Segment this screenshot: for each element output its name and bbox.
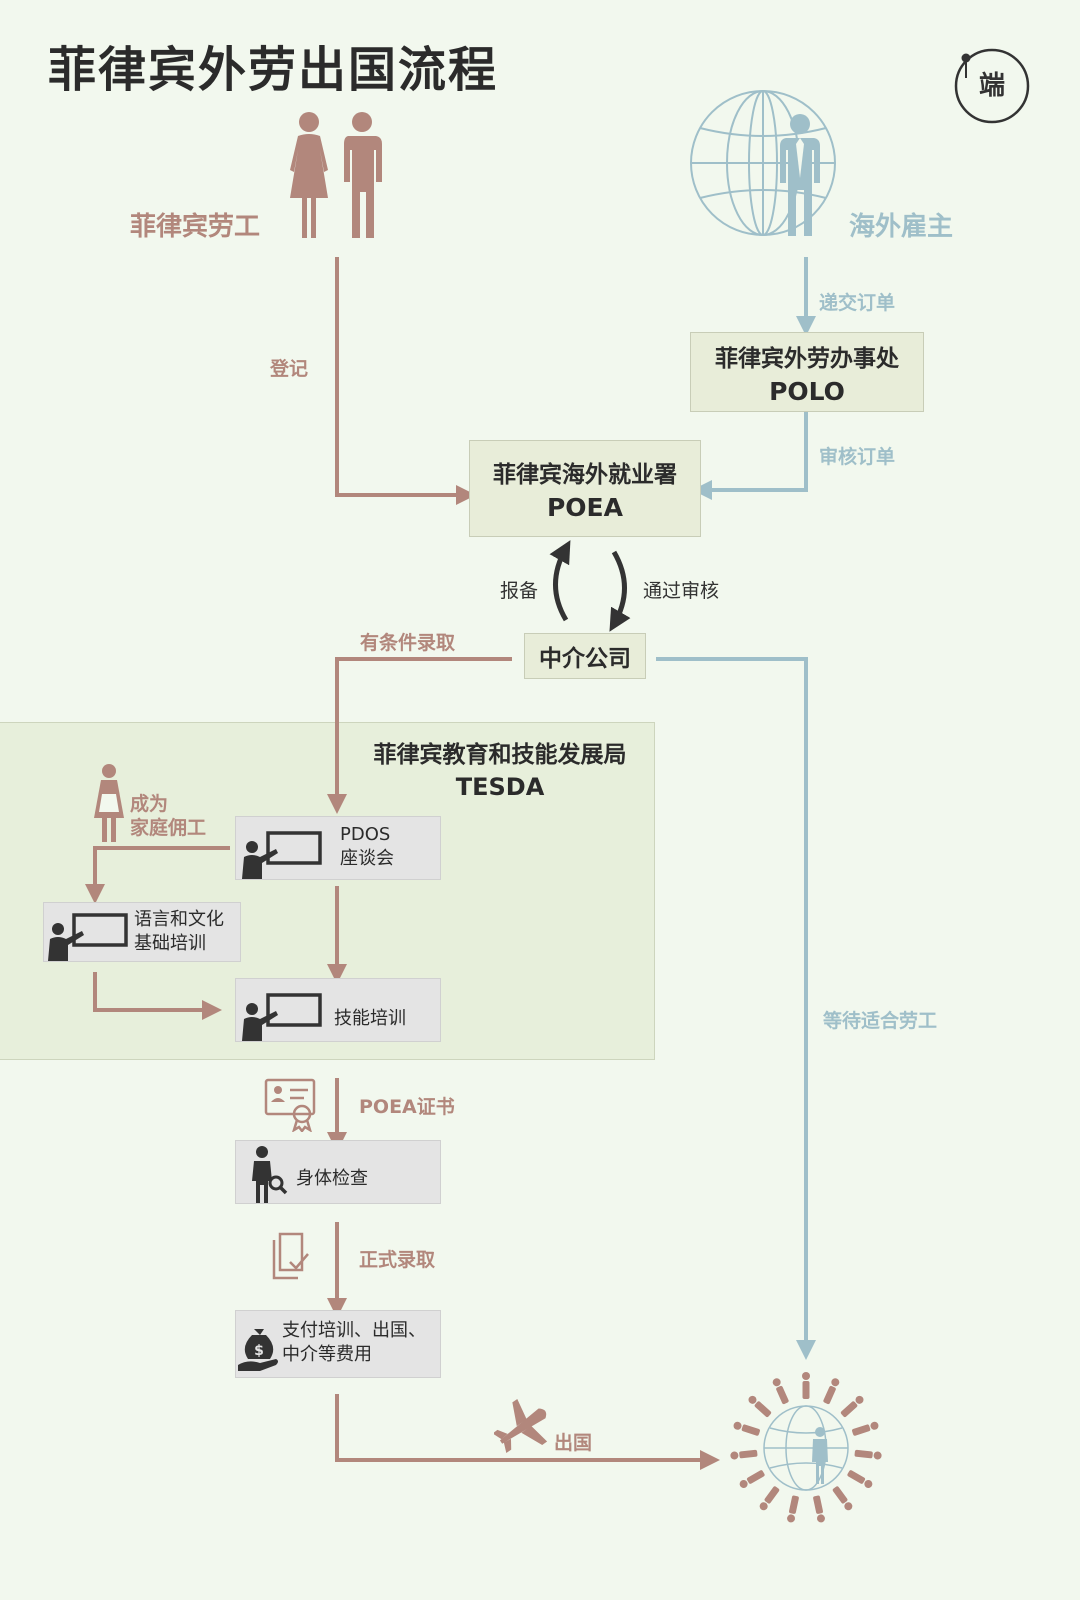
- arrow-conditional-hire: [327, 657, 512, 814]
- edge-label-submit-order: 递交订单: [819, 292, 896, 314]
- fees-line2: 中介等费用: [282, 1344, 372, 1365]
- edge-label-become-domestic: 成为 家庭佣工: [130, 793, 207, 839]
- fees-line1: 支付培训、出国、: [282, 1320, 426, 1341]
- domestic-helper-icon: [92, 764, 126, 842]
- agency-box: 中介公司: [524, 633, 646, 679]
- polo-abbr: POLO: [769, 376, 845, 406]
- destination-globe-icon: [724, 1366, 888, 1530]
- edge-label-formal-hire: 正式录取: [359, 1249, 436, 1271]
- workers-icon: [284, 110, 390, 238]
- medical-line1: 身体检查: [296, 1168, 368, 1189]
- arrow-pass-review: [609, 550, 631, 632]
- edge-label-go-abroad: 出国: [554, 1432, 593, 1454]
- svg-text:$: $: [254, 1343, 264, 1359]
- language-line1: 语言和文化: [134, 909, 224, 930]
- page-title: 菲律宾外劳出国流程: [48, 42, 499, 98]
- fees-step-box: $ 支付培训、出国、 中介等费用: [235, 1310, 441, 1378]
- arrow-report: [549, 540, 571, 622]
- edge-label-review-order: 审核订单: [819, 446, 896, 468]
- money-bag-icon: $: [238, 1329, 278, 1371]
- workers-label: 菲律宾劳工: [130, 212, 261, 242]
- arrow-register: [335, 257, 476, 505]
- tesda-name: 菲律宾教育和技能发展局: [373, 742, 627, 768]
- language-step-box: 语言和文化 基础培训: [43, 902, 241, 962]
- edge-label-poea-certificate: POEA证书: [359, 1096, 455, 1118]
- logo: 端: [954, 48, 1030, 124]
- agency-name: 中介公司: [539, 646, 631, 672]
- logo-text: 端: [979, 71, 1005, 101]
- pdos-step-box: PDOS 座谈会: [235, 816, 441, 880]
- edge-label-register: 登记: [270, 358, 309, 380]
- medical-inspection-icon: [252, 1146, 288, 1203]
- skill-line1: 技能培训: [334, 1008, 406, 1029]
- skill-step-box: 技能培训: [235, 978, 441, 1042]
- medical-step-box: 身体检查: [235, 1140, 441, 1204]
- polo-box: 菲律宾外劳办事处 POLO: [690, 332, 924, 412]
- polo-name: 菲律宾外劳办事处: [715, 345, 899, 372]
- arrow-review-order: [692, 412, 808, 500]
- tesda-title: 菲律宾教育和技能发展局 TESDA: [340, 735, 660, 801]
- certificate-icon: [264, 1076, 320, 1134]
- arrow-go-abroad: [335, 1394, 720, 1470]
- tesda-abbr: TESDA: [455, 773, 545, 801]
- edge-label-wait-worker: 等待适合劳工: [823, 1010, 938, 1032]
- arrow-wait-worker: [656, 657, 816, 1360]
- language-line2: 基础培训: [134, 933, 206, 954]
- document-check-icon: [270, 1232, 312, 1280]
- pdos-line2: 座谈会: [340, 848, 394, 869]
- edge-label-conditional-hire: 有条件录取: [360, 632, 456, 654]
- pdos-line1: PDOS: [340, 824, 391, 845]
- airplane-icon: [492, 1398, 554, 1454]
- edge-label-pass-review: 通过审核: [643, 580, 720, 602]
- edge-label-report: 报备: [500, 580, 539, 602]
- arrow-become-domestic: [85, 846, 230, 904]
- employer-globe-icon: [688, 88, 838, 238]
- arrow-language-skill: [93, 972, 222, 1020]
- poea-abbr: POEA: [546, 493, 623, 522]
- presentation-icon: [242, 831, 322, 879]
- presentation-icon: [242, 993, 322, 1041]
- employer-label: 海外雇主: [849, 212, 954, 242]
- poea-box: 菲律宾海外就业署 POEA: [469, 440, 701, 537]
- poea-name: 菲律宾海外就业署: [493, 462, 677, 488]
- presentation-icon: [48, 913, 128, 961]
